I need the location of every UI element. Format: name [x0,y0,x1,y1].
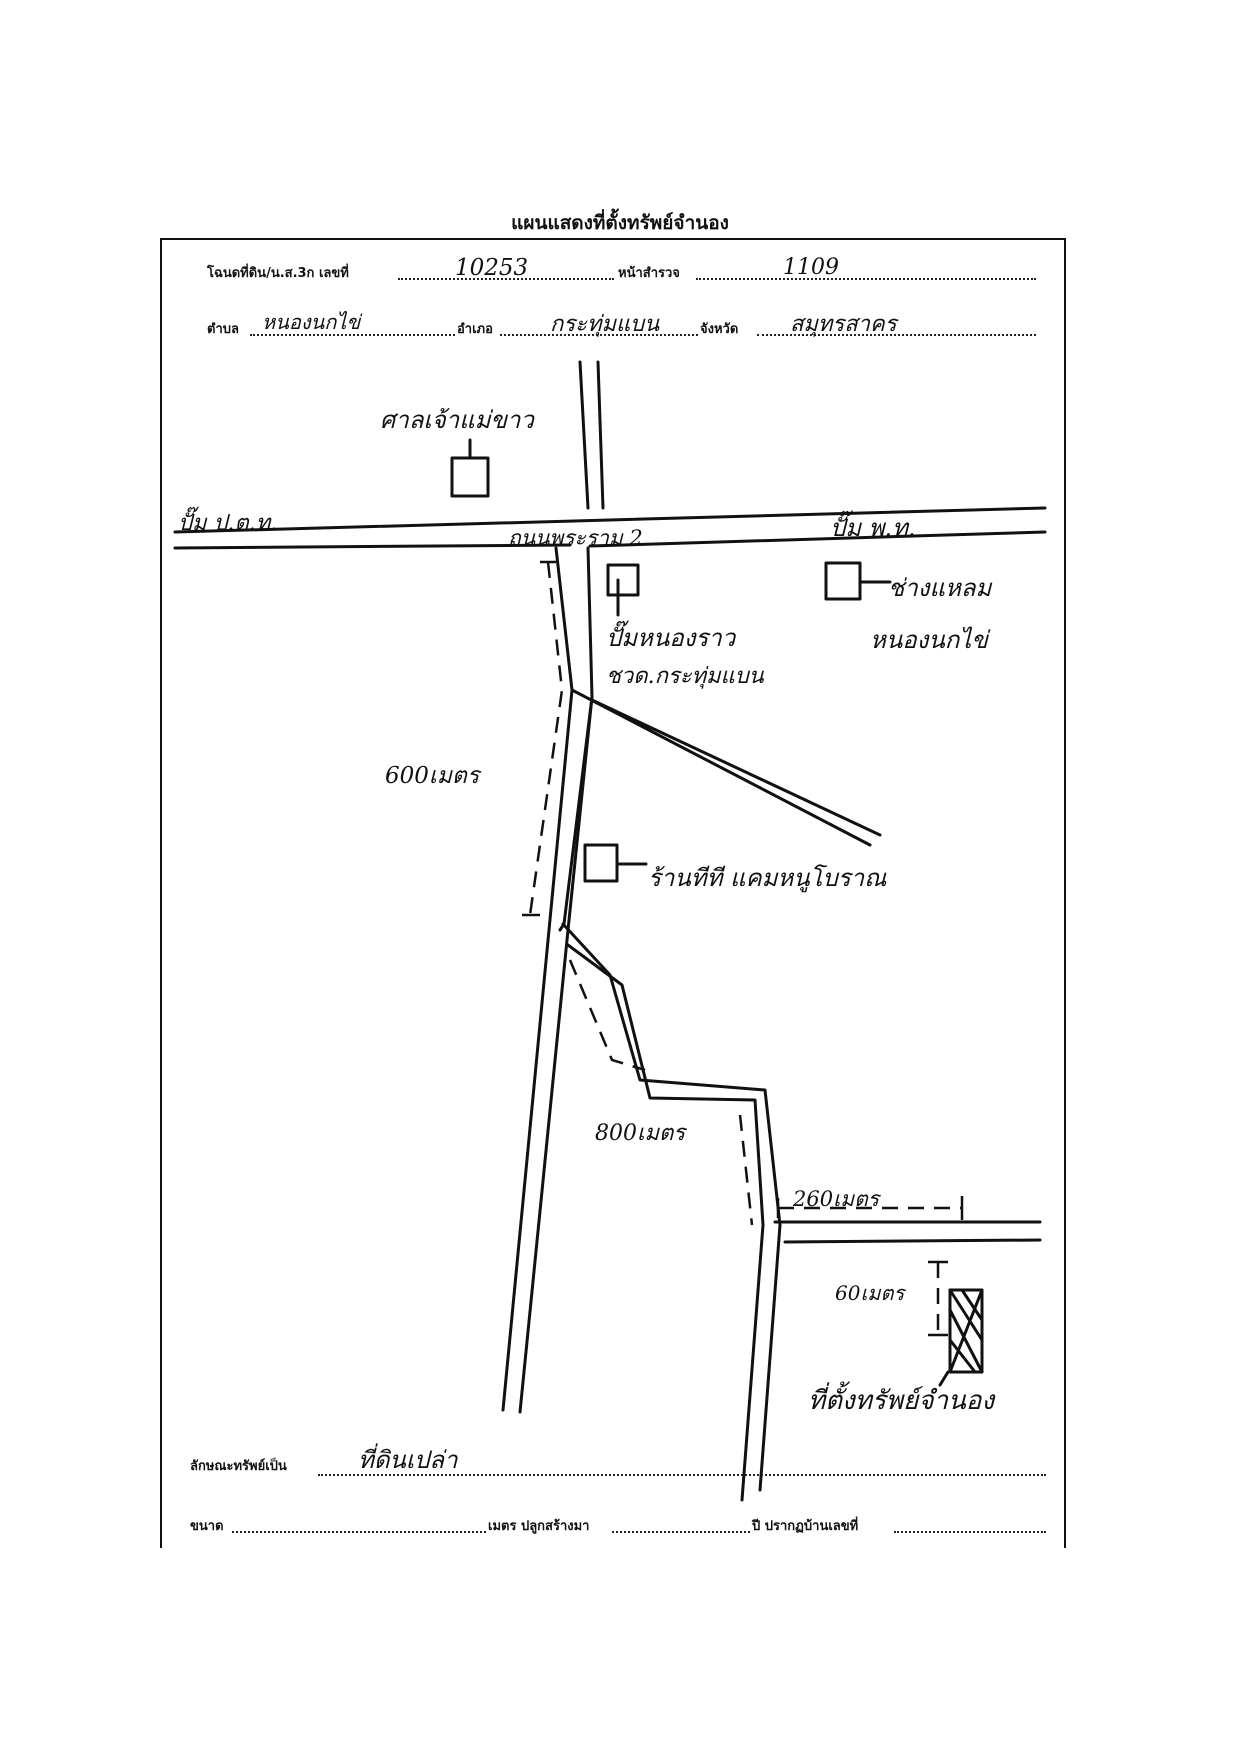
label-fuel-1: ปั๊มหนองราว [606,624,736,652]
label-main-road: ถนนพระราม 2 [508,526,643,550]
label-distance-60: 60เมตร [835,1281,905,1305]
label-distance-800: 800เมตร [595,1121,686,1146]
label-property: ที่ตั้งทรัพย์จำนอง [808,1386,995,1416]
main-road [173,506,1047,550]
property-type-value: ที่ดินเปล่า [358,1446,458,1474]
deed-number-line [398,278,614,280]
diagonal-branch-road [570,688,882,847]
south-branch-road [561,922,782,1227]
label-shop-right-2: หนองนกไข่ [870,626,988,654]
property-type-line [318,1474,1046,1476]
deed-number-value: 10253 [455,255,529,281]
label-fuel-2: ชวด.กระทุ่มแบน [606,664,764,689]
label-distance-260: 260เมตร [793,1187,880,1211]
label-shop-right-1: ช่างแหลม [888,574,992,602]
property-type-label: ลักษณะทรัพย์เป็น [190,1459,287,1474]
deed-label: โฉนดที่ดิน/น.ส.3ก เลขที่ [207,266,349,281]
north-side-road [578,360,605,510]
house-number-line [894,1531,1046,1533]
subdistrict-label: ตำบล [207,322,239,337]
shop-mid-box [583,843,619,883]
year-label: ปี ปรากฏบ้านเลขที่ [752,1519,859,1534]
label-road-right: ปั๊ม พ.ท. [830,514,916,542]
survey-page-label: หน้าสำรวจ [618,266,680,281]
page-title: แผนแสดงที่ตั้งทรัพย์จำนอง [511,212,729,234]
fuel-station-box [606,563,640,597]
subdistrict-line [250,334,455,336]
size-label: ขนาด [190,1519,224,1534]
subdistrict-value: หนองนกไข่ [262,310,361,334]
province-value: สมุทรสาคร [790,312,897,337]
province-line [757,334,1036,336]
label-shrine: ศาลเจ้าแม่ขาว [380,406,534,434]
size-line [232,1531,486,1533]
district-label: อำเภอ [457,322,493,337]
property-box [948,1288,984,1374]
size-unit-label: เมตร ปลูกสร้างมา [488,1519,590,1534]
label-road-left: ปั๊ม ป.ต.ท. [178,511,278,536]
survey-page-value: 1109 [783,255,839,280]
south-road [501,546,594,1412]
district-value: กระทุ่มแบน [550,312,660,337]
east-road [773,1220,1042,1244]
district-line [500,334,698,336]
build-year-line [612,1531,750,1533]
label-distance-600: 600เมตร [385,763,480,789]
shop-right-box [824,561,862,601]
shrine-box [450,456,490,498]
province-label: จังหวัด [700,322,739,337]
distance-marker-600 [528,561,564,916]
label-shop-mid: ร้านทีที แคมหนูโบราณ [648,864,887,892]
survey-page-line [696,278,1036,280]
map-frame [160,238,1066,1548]
distance-marker-800 [568,959,754,1226]
